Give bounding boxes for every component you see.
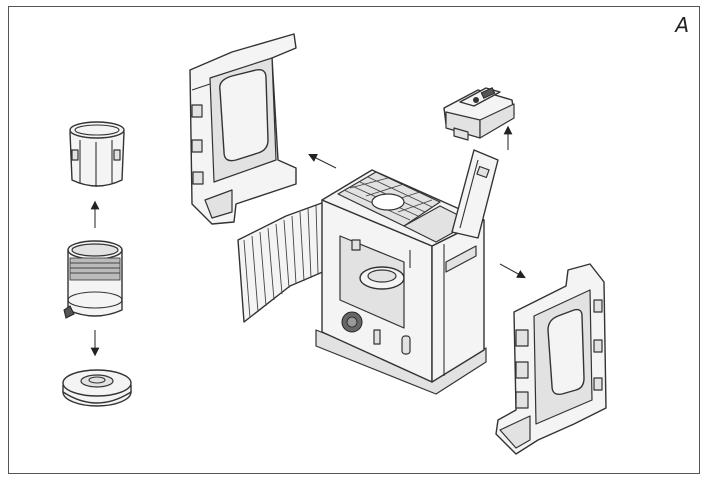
arrow-left-panel: [308, 154, 337, 169]
left-side-panel: [189, 33, 297, 225]
control-module: [443, 87, 515, 141]
burner-base-plate: [62, 369, 132, 407]
heater-body: [315, 149, 499, 395]
burner-inner-cylinder: [63, 240, 123, 319]
burner-outer-cylinder: [69, 121, 125, 187]
arrow-right-panel: [499, 263, 526, 279]
front-grille: [237, 199, 333, 323]
right-side-panel: [495, 263, 607, 455]
panel-label: A: [675, 13, 689, 37]
